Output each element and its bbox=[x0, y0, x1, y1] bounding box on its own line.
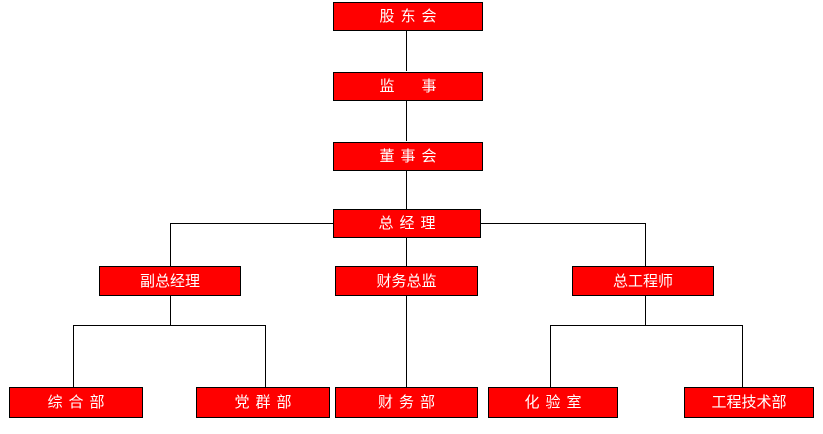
connector-gm-bus-left bbox=[170, 223, 336, 224]
node-shareholders[interactable]: 股东会 bbox=[333, 2, 483, 31]
connector-gm-to-deputy bbox=[170, 223, 171, 266]
node-deputy-general-manager[interactable]: 副总经理 bbox=[99, 266, 241, 296]
connector-deputy-stem bbox=[170, 296, 171, 325]
connector-gm-to-cfo bbox=[406, 238, 407, 266]
connector-board-general-manager bbox=[406, 171, 407, 209]
connector-chief-engineer-to-engineering-tech bbox=[742, 325, 743, 387]
connector-cfo-to-finance-dept bbox=[406, 296, 407, 387]
node-general-affairs-dept[interactable]: 综合部 bbox=[9, 387, 143, 418]
node-laboratory[interactable]: 化验室 bbox=[488, 387, 618, 418]
connector-shareholders-supervisor bbox=[406, 31, 407, 71]
node-general-manager[interactable]: 总经理 bbox=[333, 209, 481, 238]
node-supervisor[interactable]: 监 事 bbox=[333, 72, 483, 101]
node-chief-engineer[interactable]: 总工程师 bbox=[572, 266, 714, 296]
node-engineering-tech-dept[interactable]: 工程技术部 bbox=[684, 387, 814, 418]
connector-supervisor-board bbox=[406, 101, 407, 141]
connector-chief-engineer-stem bbox=[645, 296, 646, 325]
node-party-mass-dept[interactable]: 党群部 bbox=[196, 387, 330, 418]
connector-deputy-to-party-mass bbox=[265, 325, 266, 387]
node-finance-dept[interactable]: 财务部 bbox=[335, 387, 478, 418]
connector-chief-engineer-to-laboratory bbox=[550, 325, 551, 387]
connector-gm-to-chief-engineer bbox=[645, 223, 646, 266]
connector-chief-engineer-bar bbox=[550, 325, 743, 326]
connector-gm-bus-right bbox=[481, 223, 646, 224]
connector-deputy-bar bbox=[73, 325, 266, 326]
node-cfo[interactable]: 财务总监 bbox=[335, 266, 478, 296]
connector-deputy-to-general-affairs bbox=[73, 325, 74, 387]
node-board-of-directors[interactable]: 董事会 bbox=[333, 142, 483, 171]
